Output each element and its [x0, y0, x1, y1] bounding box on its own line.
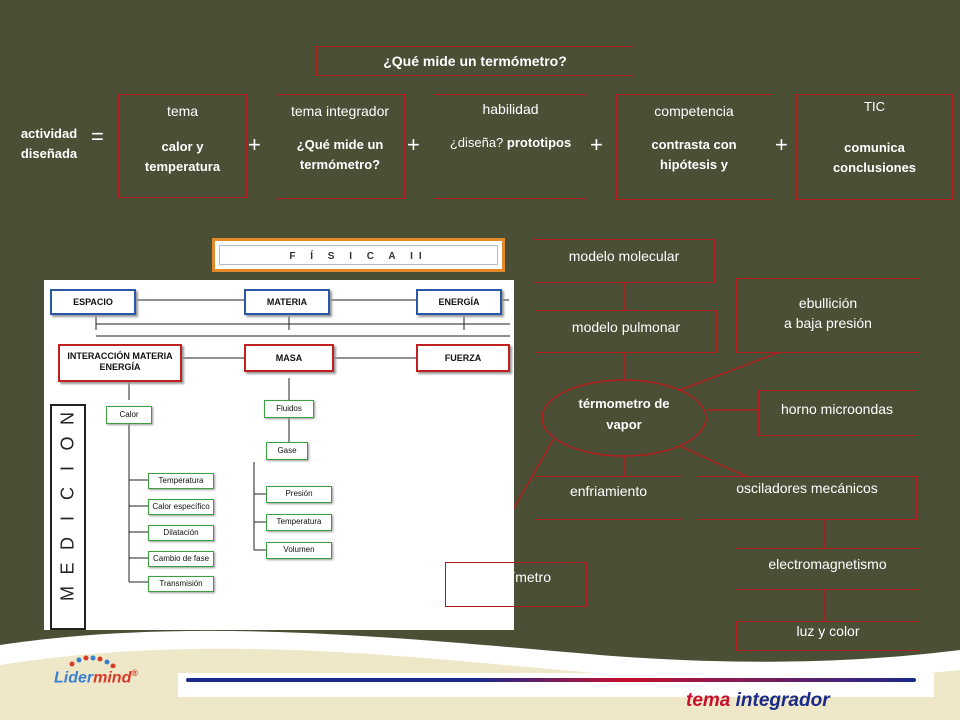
habilidad-box: habilidad ¿diseña? prototipos [433, 94, 588, 199]
presion-box: Presión [266, 486, 332, 503]
tema-body1: calor y [161, 139, 204, 154]
logo-reg: ® [131, 668, 138, 678]
dilatacion-box: Dilatación [148, 525, 214, 541]
footer-tema-word: tema [686, 690, 731, 711]
tic-body1: comunica [844, 140, 905, 155]
temperatura-box: Temperatura [148, 473, 214, 489]
ebullicion-line1: ebullición [798, 295, 858, 311]
habilidad-body: ¿diseña? prototipos [434, 135, 587, 150]
enfriamiento-box: enfriamiento [535, 476, 682, 520]
calor-especifico-box: Calor específico [148, 499, 214, 515]
plus-4: + [775, 132, 788, 157]
disenada-line: diseñada [20, 146, 78, 161]
competencia-body1: contrasta con [651, 137, 737, 152]
actividad-label: actividad diseñada [14, 124, 84, 164]
integrador-head: tema integrador [290, 103, 390, 119]
tema-body2: temperatura [144, 159, 221, 174]
interaccion-box: INTERACCIÓN MATERIA ENERGÍA [58, 344, 182, 382]
gase-box: Gase [266, 442, 308, 460]
luz-color-box: luz y color [736, 621, 920, 651]
logo-dots-icon [69, 655, 116, 668]
tic-head: TIC [864, 99, 885, 114]
habilidad-head: habilidad [482, 101, 539, 117]
espacio-box: ESPACIO [50, 289, 136, 315]
tema-body: calor y temperatura [119, 137, 246, 177]
tema-head: tema [166, 103, 199, 119]
competencia-head: competencia [654, 103, 734, 119]
integrador-body1: ¿Qué mide un [296, 137, 384, 152]
cambio-fase-box: Cambio de fase [148, 551, 214, 567]
integrador-body: ¿Qué mide un termómetro? [276, 135, 404, 175]
competencia-box: competencia contrasta con hipótesis y [616, 94, 772, 200]
fisica-header-text: F Í S I C A II [219, 245, 498, 265]
ebullicion-line2: a baja presión [784, 315, 872, 331]
modelo-pulmonar-box: modelo pulmonar [535, 310, 717, 353]
horno-box: horno microondas [758, 390, 916, 436]
fisica-concept-map: ESPACIO MATERIA ENERGÍA INTERACCIÓN MATE… [44, 280, 514, 630]
fuerza-box: FUERZA [416, 344, 510, 372]
interaccion-line1: INTERACCIÓN MATERIA [67, 351, 173, 361]
lidermind-logo: Lidermind® [54, 655, 138, 687]
actividad-line: actividad [20, 126, 78, 141]
plus-1: + [248, 132, 261, 157]
logo-lider: Lider [54, 669, 94, 687]
footer-bar [178, 673, 934, 697]
center-line1: térmometro de [578, 396, 670, 411]
center-node-label: térmometro de vapor [548, 393, 700, 435]
medicion-letter: M [57, 586, 78, 601]
tic-box: TIC comunica conclusiones [796, 94, 953, 200]
tema-integrador-box: tema integrador ¿Qué mide un termómetro? [275, 94, 405, 199]
fisica-map-lines [95, 299, 510, 583]
habilidad-body-pre: ¿diseña? [449, 135, 504, 150]
electromagnetismo-box: electromagnetismo [735, 548, 920, 590]
footer-stripe [186, 678, 916, 682]
integrador-body2: termómetro? [299, 157, 381, 172]
competencia-body2: hipótesis y [660, 157, 728, 172]
materia-box: MATERIA [244, 289, 330, 315]
calorimetro-box: calorímetro [445, 562, 587, 607]
masa-box: MASA [244, 344, 334, 372]
medicion-vertical-label: N O I C I D E M [50, 404, 86, 630]
fisica-header: F Í S I C A II [212, 238, 505, 272]
tema-integrador-footer: tema integrador [686, 690, 830, 712]
volumen-box: Volumen [266, 542, 332, 559]
osciladores-box: osciladores mecánicos [697, 476, 917, 520]
temperatura2-box: Temperatura [266, 514, 332, 531]
tema-box: tema calor y temperatura [118, 94, 247, 198]
footer-integrador-word: integrador [735, 690, 830, 711]
modelo-molecular-box: modelo molecular [533, 239, 715, 283]
fluidos-box: Fluidos [264, 400, 314, 418]
tic-body2: conclusiones [832, 160, 917, 175]
calor-box: Calor [106, 406, 152, 424]
plus-2: + [407, 132, 420, 157]
interaccion-line2: ENERGÍA [99, 362, 141, 372]
ebullicion-box: ebullición a baja presión [736, 278, 920, 353]
habilidad-body-bold: prototipos [506, 135, 572, 150]
center-line2: vapor [606, 417, 642, 432]
plus-3: + [590, 132, 603, 157]
equals-sign: = [91, 124, 104, 149]
competencia-body: contrasta con hipótesis y [617, 135, 771, 175]
title-box: ¿Qué mide un termómetro? [316, 46, 634, 76]
transmision-box: Transmisión [148, 576, 214, 592]
logo-mind: mind [93, 669, 132, 687]
tic-body: comunica conclusiones [797, 138, 952, 178]
energia-box: ENERGÍA [416, 289, 502, 315]
